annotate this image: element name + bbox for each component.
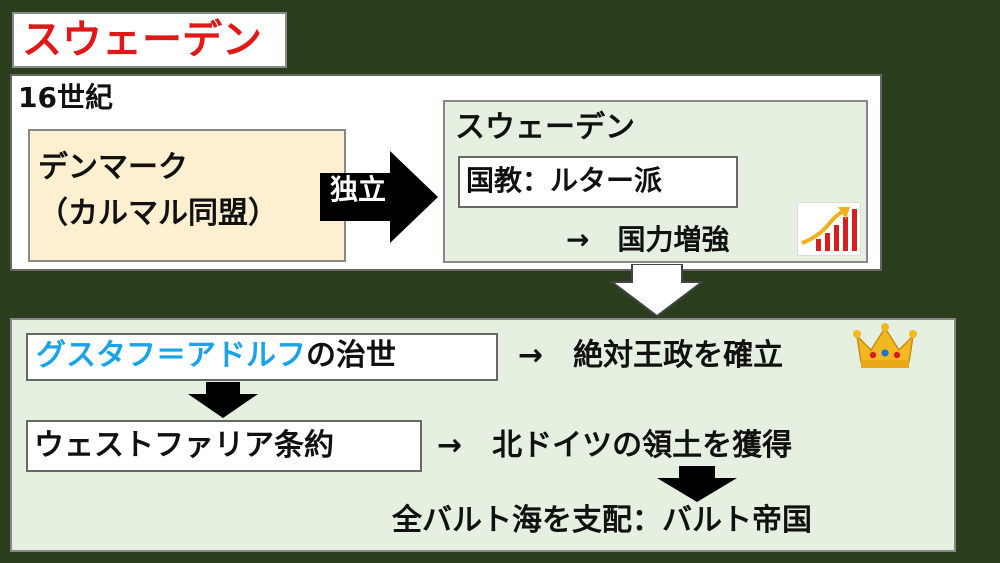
gustav-adolf-label: グスタフ＝アドルフの治世 <box>36 335 396 377</box>
absolutism-label: → 絶対王政を確立 <box>518 338 784 373</box>
westphalia-treaty-box <box>26 420 422 472</box>
gustav-adolf-box <box>26 333 498 381</box>
religion-box <box>458 156 738 208</box>
power-increase-label: → 国力増強 <box>566 223 730 256</box>
sweden-title: スウェーデン <box>455 110 635 145</box>
crown-icon <box>853 323 917 368</box>
down-arrow <box>188 382 258 418</box>
independence-arrow <box>320 151 438 243</box>
down-arrow <box>610 264 704 318</box>
independence-label: 独立 <box>330 173 387 206</box>
gustav-adolf-name: グスタフ＝アドルフ <box>36 338 306 373</box>
page-title: スウェーデン <box>22 17 262 63</box>
century-label: 16世紀 <box>18 81 113 114</box>
denmark-box <box>28 129 346 262</box>
denmark-label: デンマーク <box>38 150 188 185</box>
baltic-empire-label: 全バルト海を支配：バルト帝国 <box>392 503 812 538</box>
rising-bar-chart-icon <box>797 202 861 256</box>
down-arrow <box>657 466 737 502</box>
north-germany-label: → 北ドイツの領土を獲得 <box>437 428 793 463</box>
westphalia-treaty-label: ウェストファリア条約 <box>34 428 334 463</box>
kalmar-union-label: （カルマル同盟） <box>38 196 278 231</box>
reign-suffix: の治世 <box>306 338 396 373</box>
religion-label: 国教：ルター派 <box>466 164 663 197</box>
title-box <box>12 12 287 68</box>
